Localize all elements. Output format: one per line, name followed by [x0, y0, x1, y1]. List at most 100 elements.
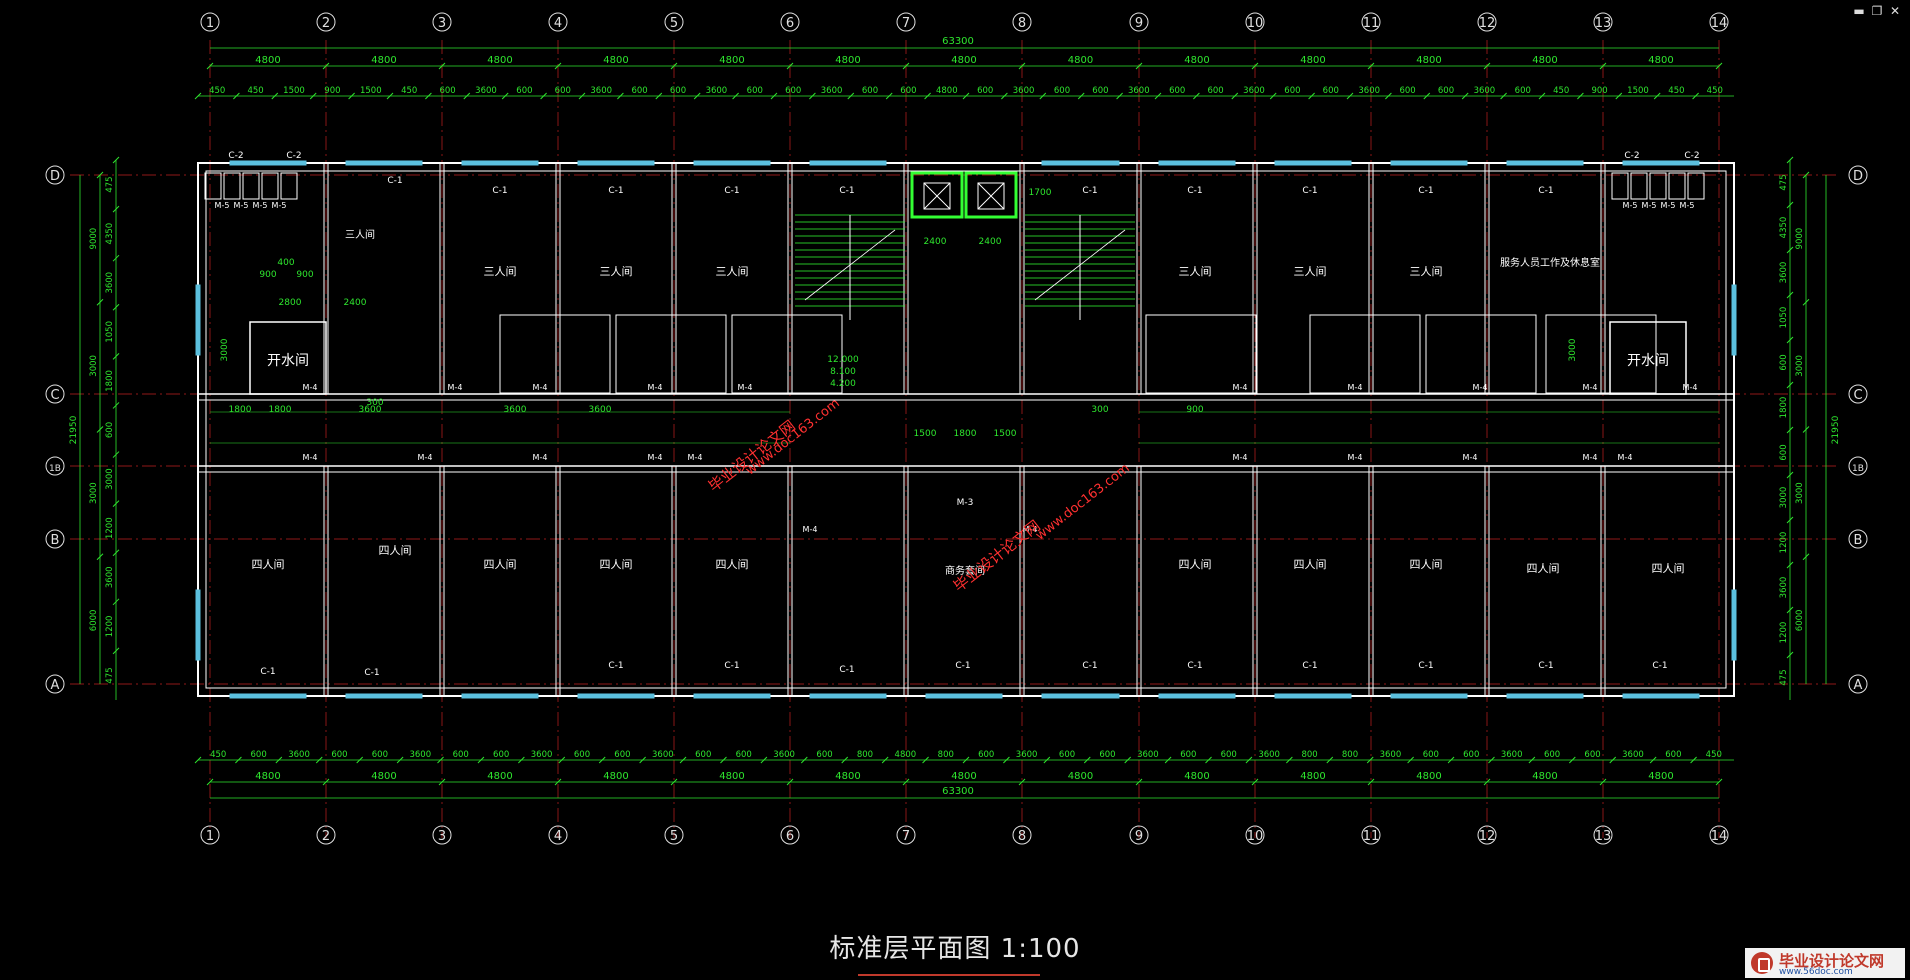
room-label-business: 商务套间 [945, 564, 985, 577]
bottom_detail-text: 600 [695, 750, 711, 760]
window-tag-c1: C-1 [1652, 661, 1667, 671]
window-north-7 [1041, 160, 1120, 166]
room-label-triple: 三人间 [1179, 265, 1212, 278]
stair-break-a [804, 229, 896, 301]
bottom_detail-tick [1649, 756, 1657, 764]
top_detail-tick [271, 92, 279, 100]
misc-dim: 2400 [344, 298, 367, 308]
bay-dim-text: 4800 [1300, 771, 1325, 782]
top_detail-tick [732, 92, 739, 100]
exterior-wall-inner [205, 170, 1727, 689]
bay-dim-tick [1483, 62, 1491, 70]
site-logo: 毕业设计论文网 www.56doc.com [1745, 948, 1905, 978]
toilet-stall [1611, 172, 1629, 200]
door-tag-m5: M-5 [1642, 201, 1657, 210]
room-label-triple: 三人间 [345, 228, 375, 241]
axis-label-3: 3 [438, 829, 446, 844]
top_detail-text: 450 [401, 86, 417, 96]
left_outer-text: 9000 [89, 228, 99, 250]
top_detail-tick [1308, 92, 1315, 100]
top_detail-text: 1500 [1627, 86, 1649, 96]
window-north-11 [1506, 160, 1584, 166]
bay-dim-tick [206, 62, 214, 70]
top_detail-text: 450 [209, 86, 225, 96]
right_dims-text: 475 [1779, 669, 1789, 685]
axis-bubble-11 [1361, 825, 1381, 845]
door-tag-m4: M-4 [803, 525, 818, 534]
door-tag-m4: M-4 [1233, 383, 1248, 392]
axis-label-8: 8 [1018, 16, 1026, 31]
misc-dim: 3000 [220, 338, 230, 361]
left_dims-text: 4350 [105, 223, 115, 245]
misc-dim: 1800 [954, 429, 977, 439]
left_dims-text: 1800 [105, 370, 115, 392]
misc-dim: 1800 [269, 405, 292, 415]
top_detail-text: 3600 [706, 86, 728, 96]
bathroom-block-3 [1145, 314, 1257, 394]
left_outer-tick [96, 553, 104, 561]
watermark-text: www.doc163.com [1033, 461, 1133, 544]
axis-bubble-10 [1245, 12, 1265, 32]
bottom_detail-text: 600 [816, 750, 832, 760]
bay-dim-tick [438, 62, 446, 70]
window-north-2 [461, 160, 539, 166]
bay-dim-text: 4800 [951, 55, 976, 66]
elevator-shaft [910, 171, 964, 219]
axis-bubble-5 [664, 12, 684, 32]
door-tag-m5: M-5 [1623, 201, 1638, 210]
door-tag-m4: M-4 [1463, 453, 1478, 462]
bottom_detail-tick [962, 756, 970, 764]
bay-dim-tick [206, 778, 214, 786]
restore-button[interactable]: ❐ [1871, 4, 1883, 18]
axis-bubble-12 [1477, 12, 1497, 32]
misc-dim: 3600 [359, 405, 382, 415]
bottom_detail-text: 3600 [773, 750, 795, 760]
top_detail-tick [194, 92, 202, 100]
window-tag-c1: C-1 [1187, 661, 1202, 671]
bay-dim-text: 4800 [1532, 55, 1557, 66]
axis-bubble-14 [1709, 825, 1729, 845]
toilet-stall [204, 172, 222, 200]
top_detail-tick [1692, 92, 1699, 100]
left_dims-text: 3600 [105, 566, 115, 588]
bottom_detail-tick [1083, 756, 1091, 764]
bay-dim-text: 4800 [1532, 771, 1557, 782]
window-tag-c1: C-1 [1082, 661, 1097, 671]
top_detail-tick [809, 92, 816, 100]
axis-label-11: 11 [1363, 829, 1380, 844]
right-total-text: 21950 [1831, 415, 1841, 444]
grid-lines [70, 40, 1840, 838]
toilet-stall [280, 172, 298, 200]
bathroom-block-4 [1309, 314, 1421, 394]
right_dims-tick [1786, 201, 1794, 209]
right_outer-tick [1802, 426, 1810, 433]
room-label-quad: 四人间 [600, 558, 633, 571]
top_detail-text: 3600 [1128, 86, 1150, 96]
room-label-boiler: 开水间 [1627, 353, 1669, 369]
close-button[interactable]: ✕ [1889, 4, 1901, 18]
bay-dim-tick [1251, 778, 1259, 786]
top_detail-text: 600 [1092, 86, 1108, 96]
bay-dim-text: 4800 [835, 55, 860, 66]
room-label-quad: 四人间 [484, 558, 517, 571]
axis-bubble-A [1848, 674, 1868, 694]
axis-bubble-5 [664, 825, 684, 845]
top_detail-tick [425, 92, 432, 100]
top_detail-tick [1154, 92, 1162, 100]
bay-dim-text: 4800 [1648, 771, 1673, 782]
top_detail-tick [540, 92, 547, 100]
bay-dim-tick [1367, 62, 1375, 70]
top_detail-text: 600 [862, 86, 878, 96]
left_dims-tick [112, 549, 120, 557]
bottom_detail-text: 600 [978, 750, 994, 760]
top_detail-tick [1615, 92, 1623, 100]
right_outer-text: 9000 [1795, 228, 1805, 250]
minimize-button[interactable]: ▬ [1853, 4, 1865, 18]
axis-bubble-1B [1848, 456, 1868, 476]
top_detail-tick [1500, 92, 1507, 100]
bottom_detail-text: 3600 [1137, 750, 1159, 760]
bottom_detail-tick [315, 756, 323, 764]
door-tag-m4: M-4 [448, 383, 463, 392]
top_detail-tick [693, 92, 701, 100]
